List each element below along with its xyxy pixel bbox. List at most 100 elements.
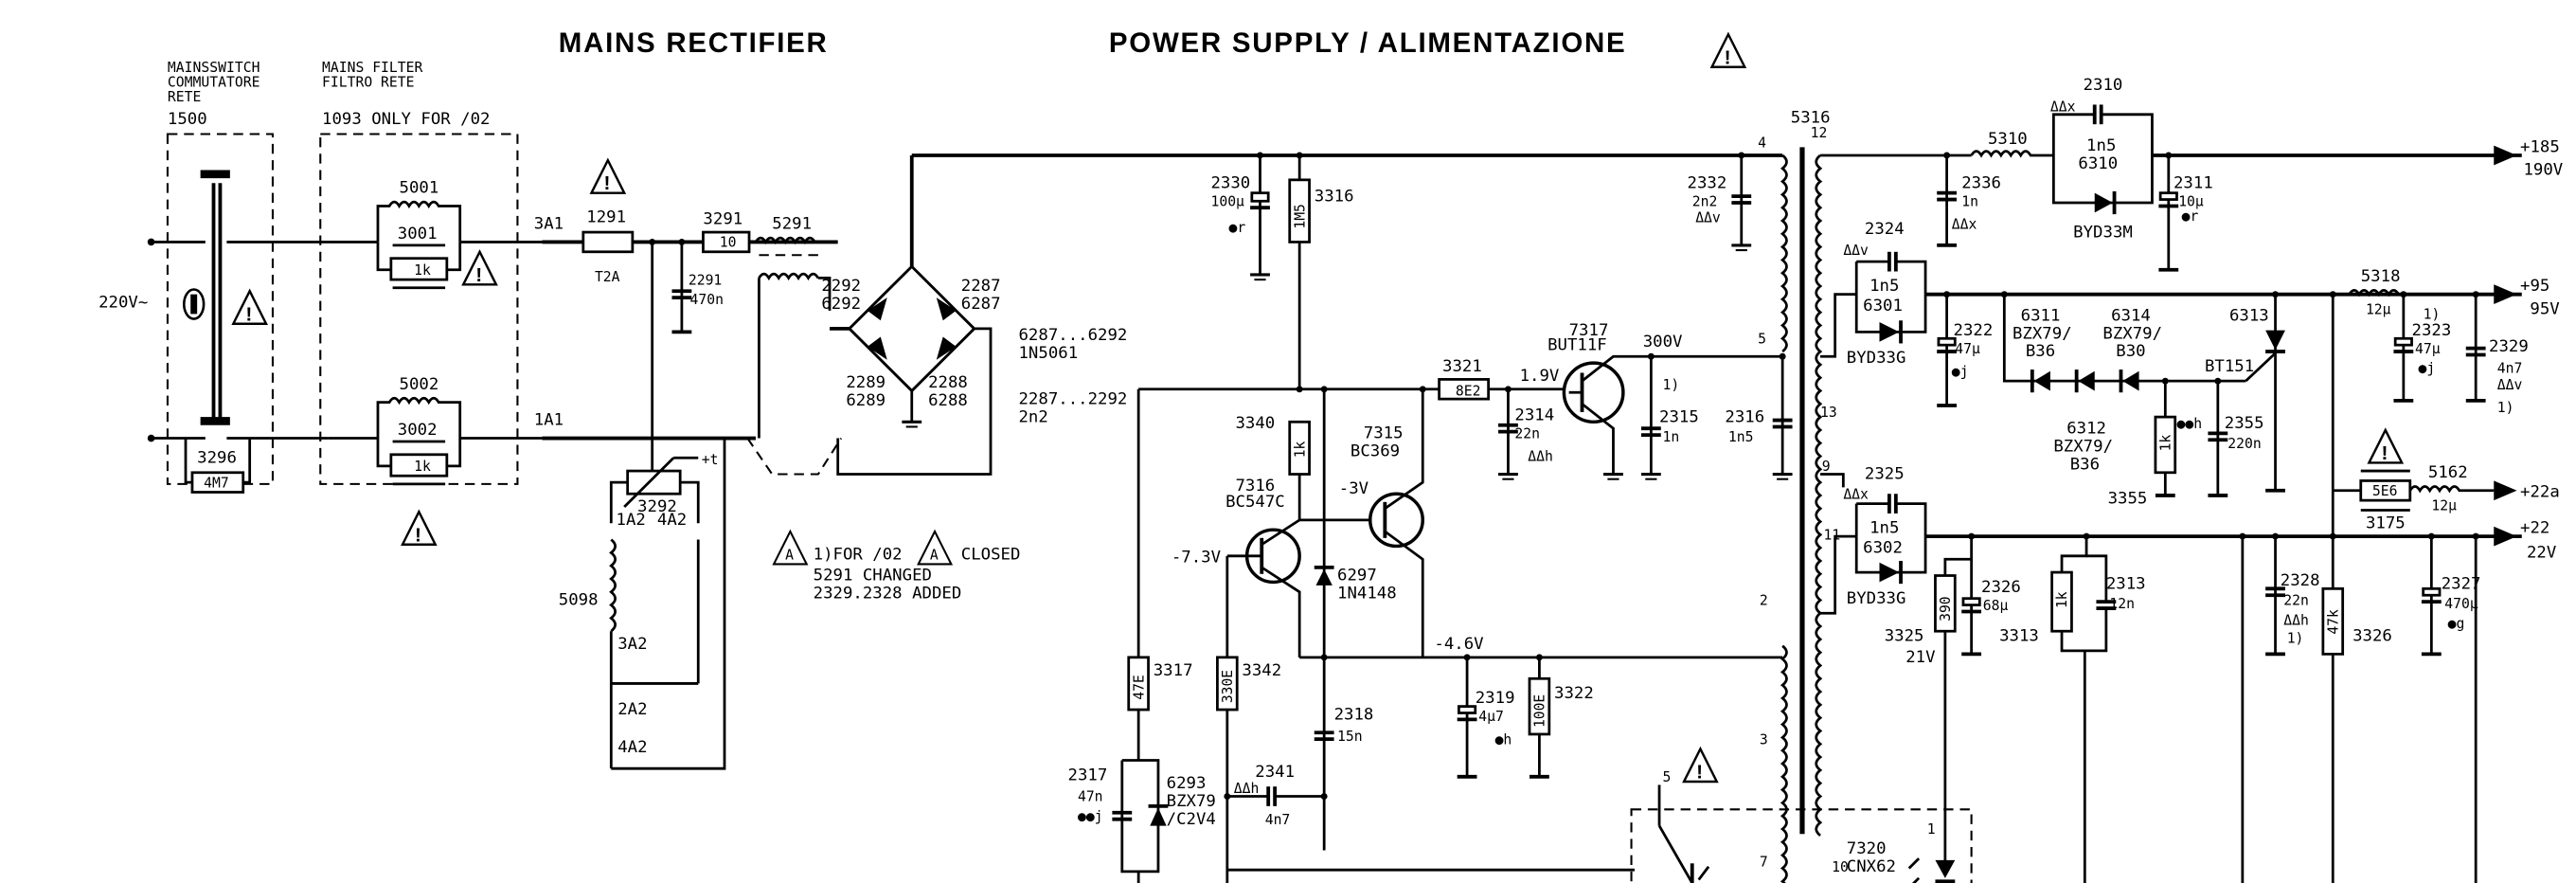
component-label: 47n — [1078, 789, 1103, 805]
component-label: BZX79/ — [2053, 437, 2113, 456]
component-label: 100E — [1532, 694, 1548, 728]
note-caps-added: 2329.2328 ADDED — [814, 585, 962, 604]
component-label: 4n7 — [1265, 812, 1291, 828]
resistor-3325: 390 3325 — [1885, 536, 1974, 883]
component-label: 2291 — [689, 272, 722, 288]
note-bridge-diodes-2: 1N5061 — [1019, 344, 1079, 363]
component-label: 6310 — [2078, 154, 2118, 173]
component-label: 2313 — [2106, 574, 2146, 593]
component-label: 2330 — [1210, 174, 1250, 193]
warning-icon — [401, 511, 437, 548]
component-label: B36 — [2070, 455, 2100, 474]
filter-bottom: 5002 3002 1k — [328, 375, 543, 486]
component-label: 8E2 — [1456, 384, 1481, 400]
component-label: +t — [702, 452, 719, 468]
component-label: 3340 — [1235, 414, 1275, 433]
component-label: 2326 — [1981, 578, 2021, 597]
capacitor-2329: 2329 4n7 ΔΔv 1) — [2465, 294, 2529, 416]
capacitor-2314: 2314 22n ΔΔh — [1496, 388, 1554, 481]
component-label: ●j — [2418, 361, 2435, 377]
component-label: 6301 — [1863, 297, 1903, 315]
component-label: 3313 — [1999, 627, 2039, 646]
component-label: 2332 — [1688, 174, 1727, 193]
filter-id: 1093 ONLY FOR /02 — [322, 110, 490, 129]
component-label: 1n5 — [1869, 519, 1899, 538]
optocoupler-7320-block — [1630, 808, 1973, 883]
component-label: 2310 — [2084, 76, 2123, 95]
capacitor-2341: 2341 4n7 ΔΔh — [1226, 763, 1325, 828]
component-label: 2336 — [1961, 174, 2001, 193]
transformer-5316: 5316 4 12 5 13 9 11 2 3 7 10 — [1758, 108, 1849, 883]
component-label: B30 — [2116, 342, 2145, 361]
component-label: 7317 — [1569, 321, 1609, 340]
connector-3a2: 3A2 — [617, 635, 647, 654]
component-label: 1k — [414, 459, 431, 475]
capacitor-2330: 2330 100µ ●r — [1210, 154, 1272, 281]
component-label: ΔΔx — [1843, 486, 1869, 502]
component-label: ●g — [2448, 616, 2465, 632]
warning-icon — [232, 290, 268, 327]
component-label: BYD33G — [1847, 589, 1906, 608]
note-for-02: 1)FOR /02 — [814, 545, 903, 564]
component-label: 10 — [1832, 859, 1849, 875]
capacitor-2336: 2336 1n ΔΔx — [1937, 154, 2001, 247]
output-plus22: +22 22V — [2494, 519, 2556, 563]
transistor-7316: 7316 BC547C — [1225, 477, 1301, 658]
inductor-5291: 5291 — [754, 215, 832, 439]
component-label: 2287 — [961, 277, 1001, 296]
component-label: 5162 — [2428, 463, 2468, 482]
resistor-3291: 3291 10 — [702, 209, 751, 254]
fuse-1291[interactable]: 1291 T2A — [581, 208, 635, 285]
component-label: BZX79/ — [2102, 324, 2162, 343]
capacitor-2315: 1) 2315 1n — [1639, 356, 1699, 481]
capacitor-2317-zener-6293: 2317 47n ●●j 6293 BZX79 /C2V4 — [1068, 759, 1216, 874]
title-power-supply: POWER SUPPLY / ALIMENTAZIONE — [1109, 27, 1627, 59]
component-label: 5318 — [2361, 267, 2401, 286]
component-label: 6288 — [928, 391, 968, 410]
component-label: 220n — [2227, 436, 2261, 452]
component-label: 1) — [1663, 377, 1680, 393]
component-label: 3296 — [197, 448, 237, 467]
capacitor-2319: 2319 4µ7 ●h — [1457, 657, 1515, 779]
note-5291-changed: 5291 CHANGED — [814, 567, 932, 586]
component-label: 1n5 — [1728, 429, 1754, 445]
component-label: 5 — [1663, 769, 1672, 785]
mains-filter-title-2: FILTRO RETE — [322, 75, 415, 91]
component-label: 2292 — [821, 277, 861, 296]
component-label: 12µ — [2431, 498, 2457, 514]
component-label: 1n — [1663, 429, 1680, 445]
component-label: ●r — [2182, 208, 2199, 225]
component-label: 5291 — [772, 215, 812, 234]
component-label: 7315 — [1364, 424, 1404, 443]
voltage-minus-3v: -3V — [1339, 479, 1368, 498]
component-label: BZX79 — [1167, 792, 1216, 811]
component-label: 1) — [2287, 630, 2304, 646]
note-bridge-caps-1: 2287...2292 — [1019, 389, 1128, 408]
thyristor-6313: 6313 BT151 — [2205, 294, 2285, 493]
component-label: A — [930, 547, 939, 563]
component-label: 2319 — [1476, 689, 1515, 708]
note-marker-a-icon: A — [772, 529, 809, 566]
capacitor-2316: 2316 1n5 — [1725, 356, 1795, 481]
component-label: ΔΔh — [2283, 612, 2309, 628]
component-label: 13 — [1820, 405, 1837, 421]
component-label: 22V — [2527, 544, 2556, 563]
component-label: 2311 — [2174, 174, 2213, 193]
component-label: 3325 — [1885, 627, 1924, 646]
output-plus185: +185 190V — [2494, 138, 2563, 180]
component-label: 190V — [2523, 161, 2563, 180]
component-label: 6313 — [2229, 306, 2269, 325]
component-label: 470n — [690, 292, 724, 308]
component-label: 1n5 — [1869, 277, 1899, 296]
connector-1a1: 1A1 — [534, 411, 564, 430]
mains-filter-title-1: MAINS FILTER — [322, 60, 423, 76]
component-label: 2316 — [1725, 407, 1764, 426]
voltage-minus-7-3v: -7.3V — [1172, 549, 1221, 568]
component-label: 4 — [1758, 135, 1766, 151]
component-label: 2325 — [1865, 465, 1905, 484]
capacitor-2318: 2318 15n — [1314, 705, 1373, 745]
power-switch[interactable] — [200, 170, 230, 425]
inductor-5162: 5162 12µ — [2408, 463, 2495, 514]
component-label: 6302 — [1863, 538, 1903, 557]
